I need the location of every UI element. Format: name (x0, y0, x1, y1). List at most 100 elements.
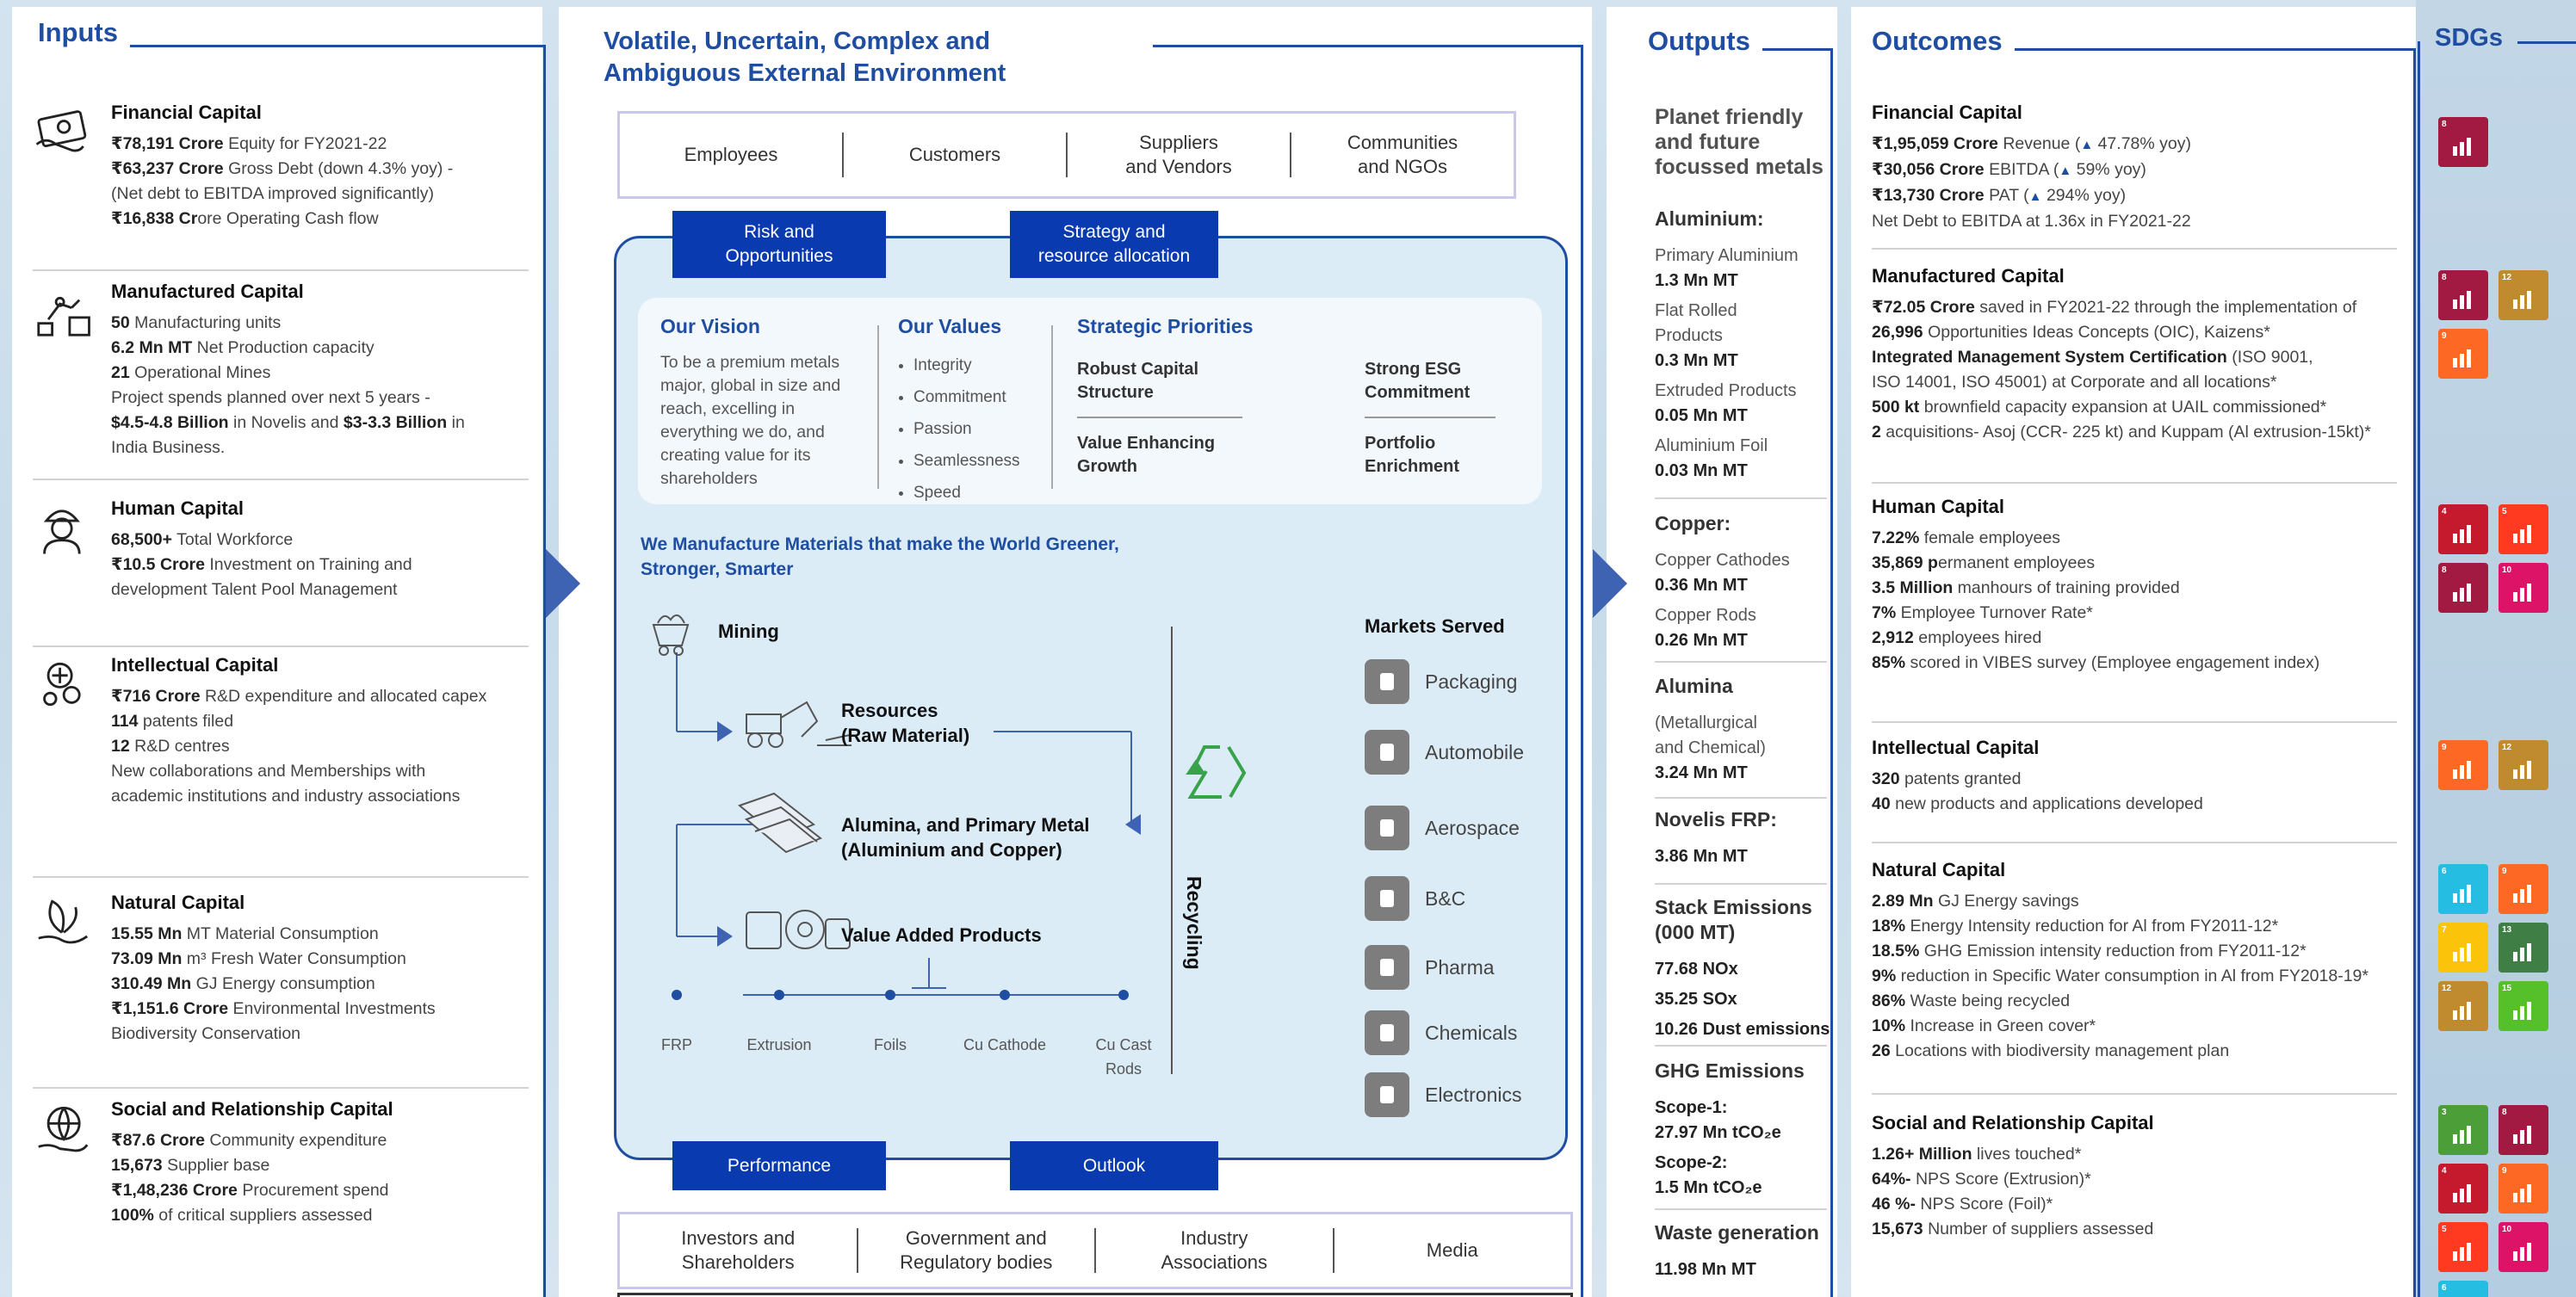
section-title: Natural Capital (111, 892, 245, 913)
value-bold: ₹72.05 Crore (1872, 298, 1975, 317)
sdg-goal-12-icon: 12 (2438, 981, 2488, 1031)
value-bold: 50 (111, 313, 130, 332)
sdg-number: 10 (2502, 1225, 2512, 1234)
mining-cart-icon (652, 614, 690, 656)
value-bold: 7% (1872, 603, 1897, 622)
aerospace-icon (1365, 806, 1409, 850)
sdg-goal-5-icon: 5 (2438, 1222, 2488, 1272)
output-item: 77.68 NOx (1655, 957, 1836, 982)
output-item: 35.25 SOx (1655, 987, 1836, 1012)
input-separator (33, 1087, 529, 1089)
output-separator (1655, 797, 1827, 799)
stakeholder-industry-associations: Industry Associations (1096, 1227, 1334, 1273)
sdg-goal-8-icon: 8 (2438, 563, 2488, 613)
value-bold: 2,912 (1872, 628, 1914, 647)
sdg-number: 12 (2502, 743, 2512, 752)
markets-title: Markets Served (1365, 615, 1505, 637)
social-and-relationship-capital-icon (33, 1098, 93, 1158)
outcome-financial-capital: Financial Capital₹1,95,059 Crore Revenue… (1872, 102, 2406, 234)
value-bold: 310.49 Mn (111, 974, 192, 993)
inputs-panel: Inputs Financial Capital ₹78,191 Crore Eq… (12, 7, 546, 1297)
outcomes-panel: Outcomes Financial Capital₹1,95,059 Cror… (1851, 7, 2416, 1297)
output-item: (Metallurgical and Chemical)3.24 Mn MT (1655, 711, 1836, 786)
priorities-title: Strategic Priorities (1077, 315, 1254, 337)
stakeholder-government-and-regulatory-bodies: Government and Regulatory bodies (858, 1227, 1096, 1273)
value-products-icon (746, 910, 851, 949)
sdgs-title: SDGs (2435, 24, 2503, 52)
market-packaging: Packaging (1365, 659, 1517, 704)
arrow-inputs-to-model (546, 549, 580, 618)
output-stack-emissions-000-mt: Stack Emissions (000 MT) 77.68 NOx 35.25 S… (1655, 895, 1836, 1047)
value-bold: ₹78,191 Crore (111, 134, 224, 153)
value-bold: $3-3.3 Billion (343, 413, 448, 432)
financial-capital-icon (33, 102, 93, 162)
human-capital-icon (33, 497, 93, 558)
outcome-separator (1872, 721, 2397, 723)
sdg-number: 8 (2442, 565, 2447, 575)
output-novelis-frp: Novelis FRP:3.86 Mn MT (1655, 807, 1836, 874)
value-bold: ₹63,237 Crore (111, 159, 224, 178)
output-item-value: 0.3 Mn MT (1655, 351, 1738, 370)
section-title: Social and Relationship Capital (1872, 1112, 2154, 1133)
output-group-title: Novelis FRP: (1655, 808, 1777, 831)
output-group-title: Copper: (1655, 512, 1731, 534)
resources-label: Resources (Raw Material) (841, 700, 970, 746)
market-label: Chemicals (1425, 1021, 1518, 1044)
value-integrity: Integrity (913, 349, 1020, 381)
sdg-goal-9-icon: 9 (2499, 1164, 2548, 1214)
excavator-icon (746, 701, 851, 748)
value-bold: ₹1,95,059 Crore (1872, 134, 1998, 153)
section-body: 1.26+ Million lives touched*64%- NPS Sco… (1872, 1145, 2154, 1238)
section-body: ₹72.05 Crore saved in FY2021-22 through … (1872, 298, 2371, 442)
sdg-goal-8-icon: 8 (2499, 1105, 2548, 1155)
output-item-label: Copper Rods (1655, 606, 1756, 625)
output-item-value: 77.68 NOx (1655, 960, 1738, 979)
sdg-number: 15 (2502, 984, 2512, 993)
sdg-goal-8-icon: 8 (2438, 270, 2488, 320)
value-bold: 86% (1872, 991, 1906, 1010)
sdg-number: 7 (2442, 925, 2447, 935)
sdg-goal-7-icon: 7 (2438, 923, 2488, 973)
stakeholder-media: Media (1426, 1239, 1478, 1261)
sdg-goal-13-icon: 13 (2499, 923, 2548, 973)
output-item-value: 10.26 Dust emissions (1655, 1020, 1830, 1039)
section-title: Financial Capital (111, 102, 262, 123)
output-separator (1655, 1208, 1827, 1210)
output-group-title: Stack Emissions (000 MT) (1655, 896, 1812, 943)
inputs-title: Inputs (38, 17, 130, 48)
sdg-goal-5-icon: 5 (2499, 504, 2548, 554)
section-title: Manufactured Capital (1872, 265, 2065, 287)
natural-capital-icon (33, 892, 93, 952)
outputs-panel: Outputs Planet friendly and future focus… (1607, 7, 1837, 1297)
output-item-label: Copper Cathodes (1655, 551, 1790, 570)
value-bold: 26,996 (1872, 323, 1923, 342)
product-foils: Foils (873, 1036, 907, 1053)
section-body: 68,500+ Total Workforce₹10.5 Crore Inves… (111, 530, 412, 599)
market-label: Aerospace (1425, 816, 1520, 839)
sdg-goal-10-icon: 10 (2499, 563, 2548, 613)
sdg-goal-8-icon: 8 (2438, 117, 2488, 167)
sdg-number: 4 (2442, 507, 2447, 516)
value-bold: 40 (1872, 794, 1891, 813)
value-bold: 114 (111, 712, 139, 731)
value-bold: 46 %- (1872, 1195, 1916, 1214)
output-item-value: 3.24 Mn MT (1655, 763, 1748, 782)
value-seamlessness: Seamlessness (913, 445, 1020, 477)
value-bold: 9% (1872, 967, 1897, 985)
value-bold: Integrated Management System Certificati… (1872, 348, 2227, 367)
outputs-frame (1736, 48, 1833, 1297)
values-title: Our Values (898, 315, 1002, 337)
pharma-icon (1365, 945, 1409, 990)
value-bold: ₹1,48,236 Crore (111, 1181, 238, 1200)
sdg-goal-10-icon: 10 (2499, 1222, 2548, 1272)
section-body: ₹78,191 Crore Equity for FY2021-22₹63,23… (111, 134, 454, 228)
